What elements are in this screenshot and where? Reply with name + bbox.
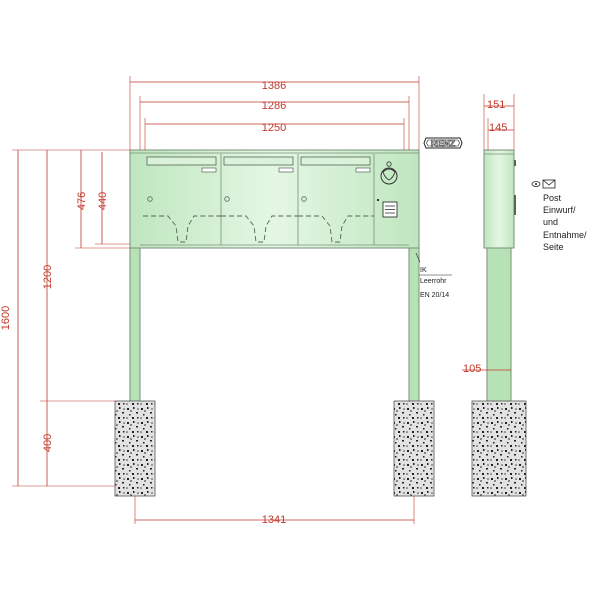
name-plate-3 <box>355 167 371 173</box>
pipe-leader <box>415 252 421 263</box>
name-plate-2 <box>278 167 294 173</box>
renz-logo: RENZ <box>423 137 463 149</box>
front-dimensions: 1386 1286 1250 1341 1600 1200 400 476 44… <box>0 76 420 526</box>
eye-icon <box>531 181 541 187</box>
name-plate-1 <box>201 167 217 173</box>
left-foundation <box>114 400 156 497</box>
dim-height-box: 476 <box>76 192 88 210</box>
logo-text: RENZ <box>431 139 456 149</box>
right-foundation <box>393 400 435 497</box>
front-view: RENZ IK Leerrohr EN 20/14 <box>114 137 463 497</box>
mailbox-body <box>129 149 420 249</box>
dim-side-depth-box: 145 <box>489 122 507 134</box>
dim-width-roof: 1286 <box>262 100 286 112</box>
flap-dash-3 <box>298 215 374 243</box>
mail-slot-1 <box>146 156 217 166</box>
side-dimensions: 151 145 105 <box>462 94 515 375</box>
side-label-4: Entnahme/ <box>543 230 587 240</box>
flap-dash-1 <box>143 215 221 243</box>
side-foundation <box>471 400 527 497</box>
dim-width-total: 1386 <box>262 80 286 92</box>
dim-foundation-depth: 400 <box>42 434 54 452</box>
dim-height-box-inner: 440 <box>97 192 109 210</box>
emblem-icon <box>380 161 398 185</box>
intercom-panel <box>382 201 398 218</box>
lock-2 <box>224 196 230 202</box>
side-mailbox-body <box>483 149 515 249</box>
side-label-2: Einwurf/ <box>543 205 576 215</box>
lock-3 <box>301 196 307 202</box>
side-label-1: Post <box>543 193 562 203</box>
pipe-label-3: EN 20/14 <box>420 292 449 299</box>
pipe-label-2: Leerrohr <box>420 278 447 285</box>
dim-height-box-base: 1200 <box>42 265 54 289</box>
envelope-icon <box>542 179 556 189</box>
dim-post-width: 105 <box>463 363 481 375</box>
pipe-label-1: IK <box>420 267 427 274</box>
dim-height-total: 1600 <box>0 306 12 330</box>
side-label-3: und <box>543 217 558 227</box>
mail-slot-3 <box>300 156 371 166</box>
indicator-dot <box>377 199 379 201</box>
side-label-5: Seite <box>543 242 564 252</box>
dim-post-spacing: 1341 <box>262 514 286 526</box>
dim-side-depth-total: 151 <box>487 99 505 111</box>
side-view: Post Einwurf/ und Entnahme/ Seite <box>471 149 587 497</box>
side-handle-top <box>514 160 516 166</box>
side-handle-bottom <box>514 195 516 215</box>
dim-width-box: 1250 <box>262 122 286 134</box>
flap-dash-2 <box>221 215 298 243</box>
lock-1 <box>147 196 153 202</box>
mail-slot-2 <box>223 156 294 166</box>
